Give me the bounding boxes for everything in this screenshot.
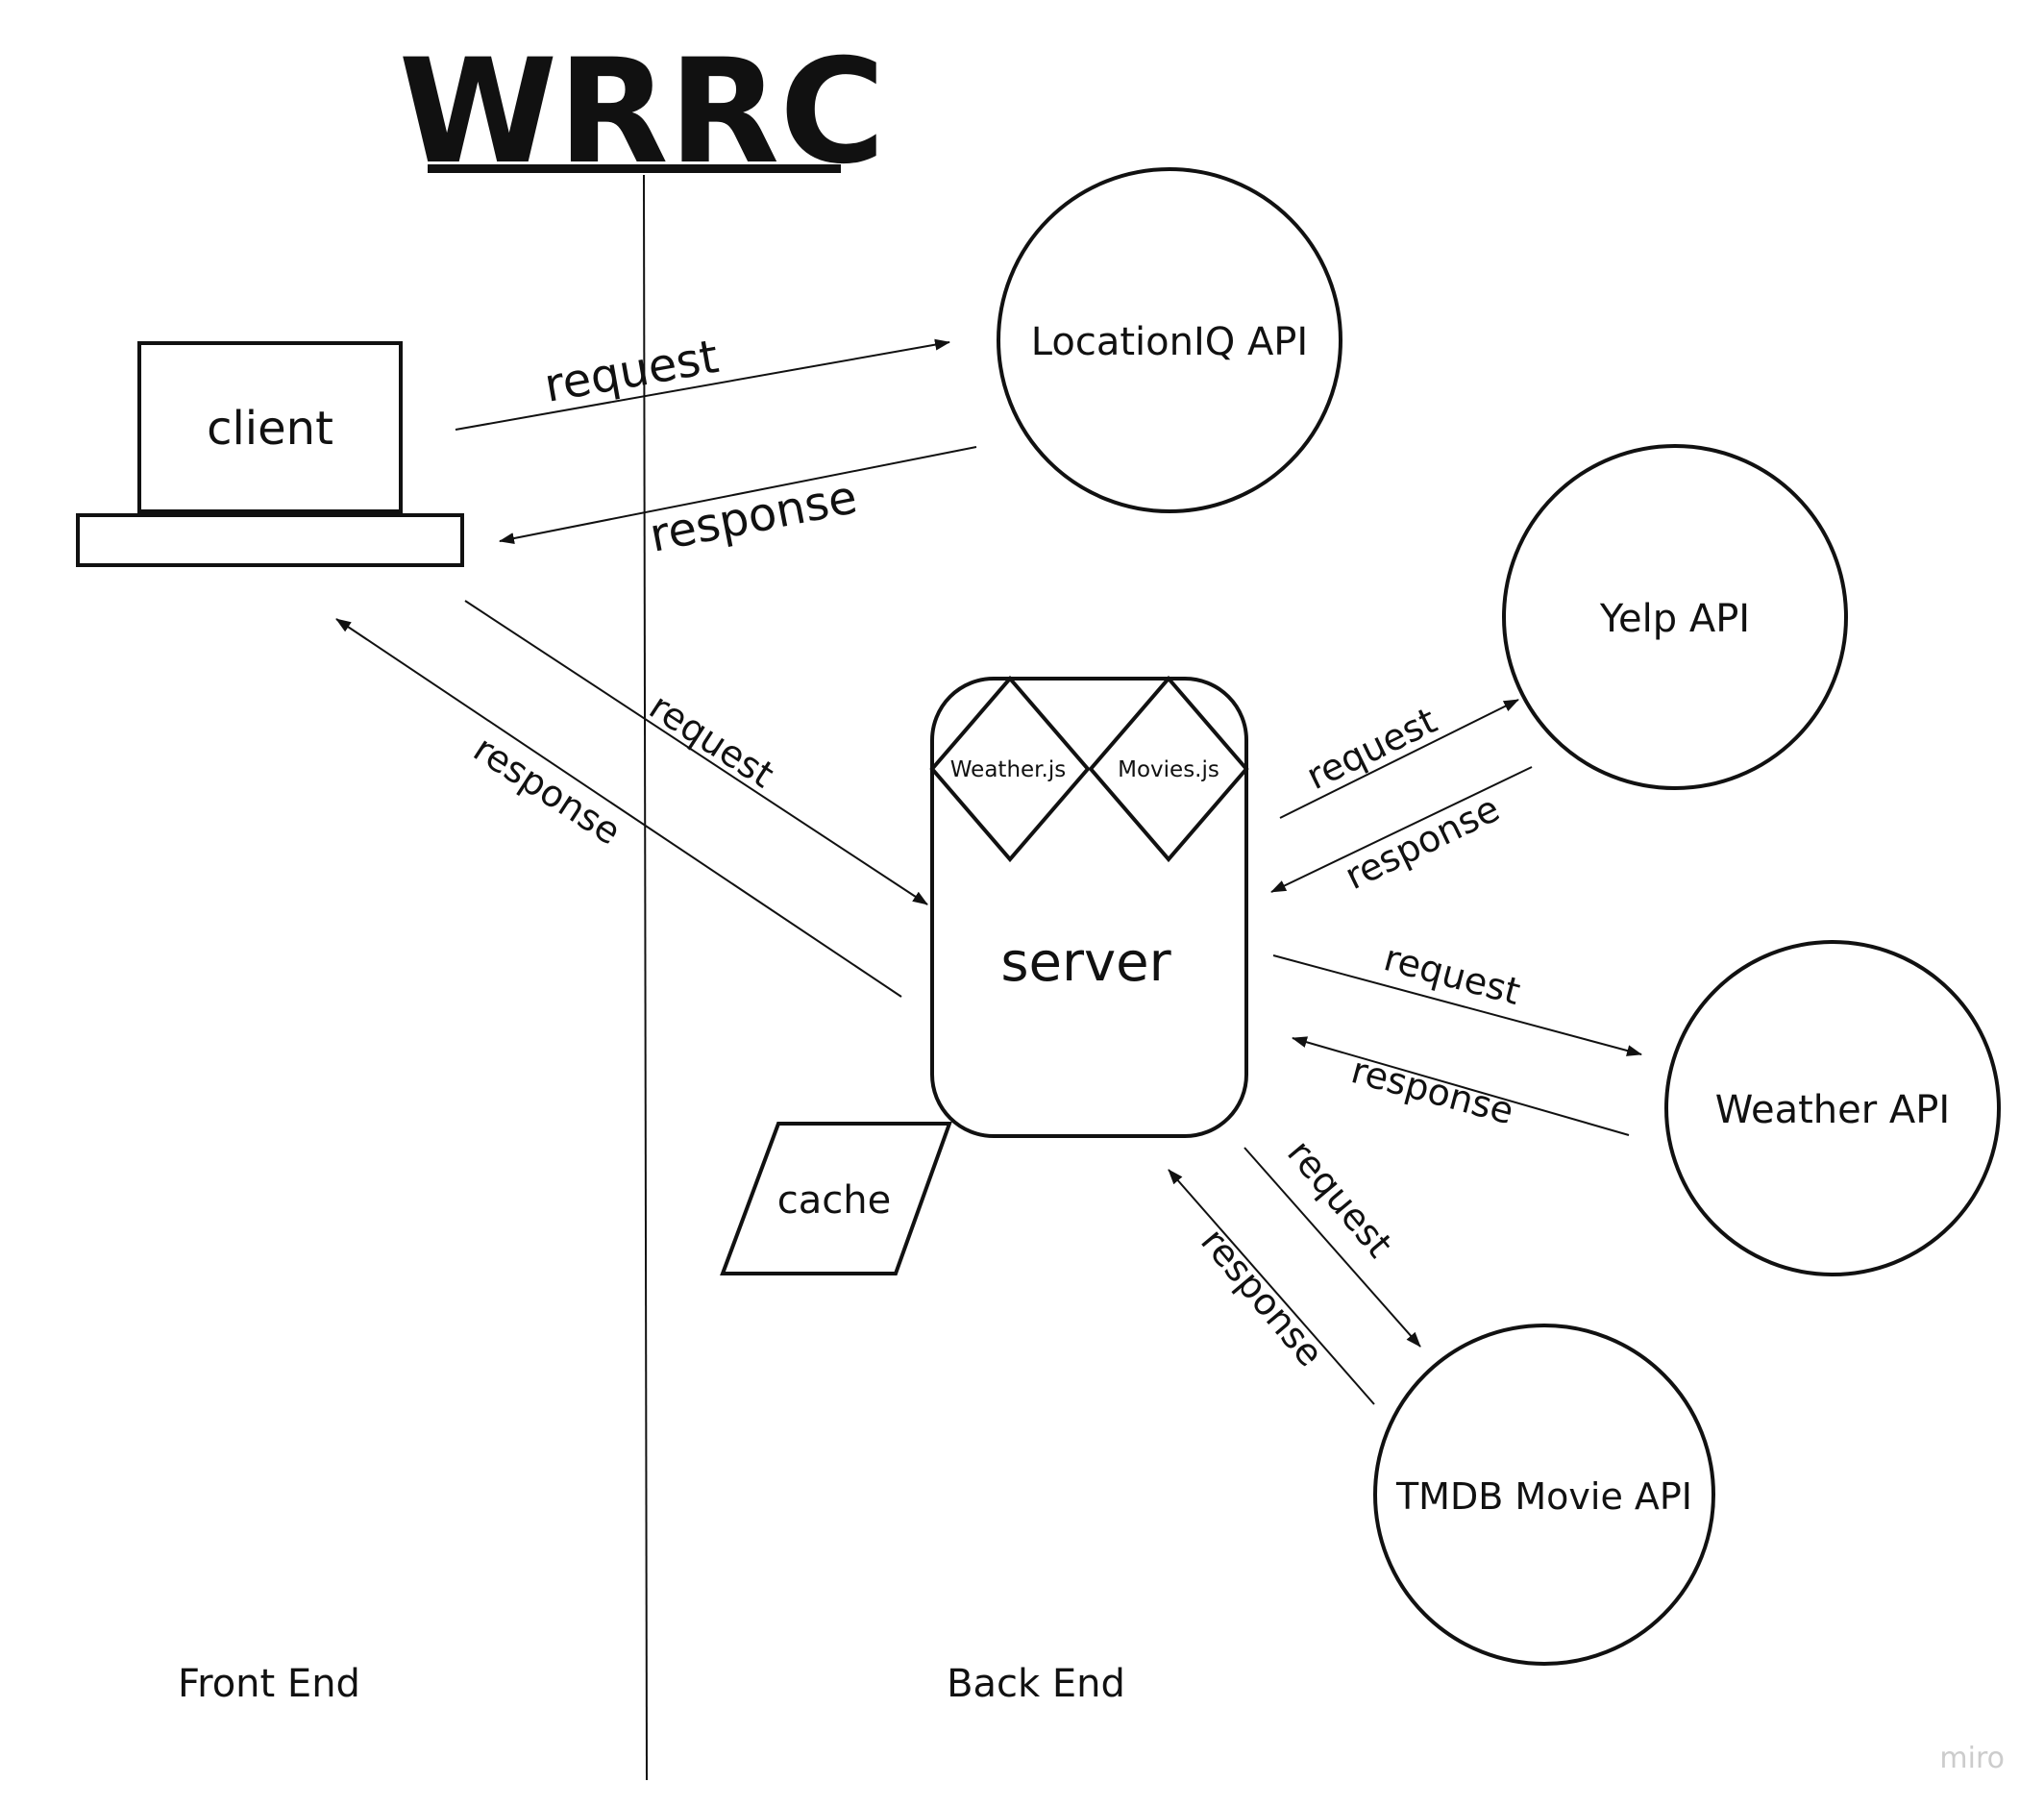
server-to-client-label: response: [466, 728, 628, 854]
title-underline: [428, 164, 841, 173]
server-to-client-arrow: [335, 618, 902, 998]
front-end-label: Front End: [178, 1662, 360, 1706]
yelp-api-label: Yelp API: [1599, 597, 1750, 641]
movies-module-diamond: [1088, 675, 1249, 863]
tmdb-api-node: TMDB Movie API: [1373, 1324, 1715, 1666]
client-to-server-arrow: [464, 600, 928, 905]
yelp-api-node: Yelp API: [1502, 444, 1848, 790]
yelp-to-server-label: response: [1339, 787, 1506, 898]
locationiq-api-label: LocationIQ API: [1031, 320, 1308, 364]
weather-api-node: Weather API: [1664, 940, 2001, 1276]
weather-module-diamond: [929, 675, 1091, 863]
weather-api-circle: [1664, 940, 2001, 1276]
front-back-divider: [643, 174, 648, 1781]
server-to-tmdb-arrow: [1244, 1147, 1421, 1348]
server-to-weather-arrow: [1272, 954, 1642, 1056]
locationiq-to-client-arrow: [499, 446, 977, 544]
client-label: client: [207, 402, 333, 456]
weather-api-label: Weather API: [1715, 1088, 1950, 1132]
cache-parallelogram: [720, 1122, 952, 1275]
client-screen: [137, 341, 403, 513]
yelp-api-circle: [1502, 444, 1848, 790]
server-to-tmdb-label: request: [1279, 1132, 1401, 1266]
back-end-label: Back End: [947, 1662, 1125, 1706]
cache-node: cache: [720, 1122, 952, 1275]
tmdb-to-server-arrow: [1168, 1169, 1375, 1405]
server-label: server: [1000, 931, 1171, 994]
cache-label: cache: [777, 1178, 891, 1223]
client-to-locationiq-arrow: [455, 338, 950, 431]
yelp-to-server-arrow: [1270, 766, 1533, 893]
server-box: [930, 677, 1248, 1138]
miro-watermark: miro: [1939, 1742, 2005, 1775]
weather-module-label: Weather.js: [950, 757, 1066, 782]
tmdb-api-label: TMDB Movie API: [1395, 1475, 1692, 1518]
movies-module-label: Movies.js: [1118, 757, 1219, 782]
weather-to-server-label: response: [1347, 1049, 1518, 1132]
server-to-yelp-arrow: [1279, 699, 1519, 819]
tmdb-api-circle: [1373, 1324, 1715, 1666]
server-node: Weather.js Movies.js server: [929, 675, 1249, 1138]
server-to-weather-label: request: [1380, 936, 1525, 1013]
weather-to-server-arrow: [1292, 1036, 1630, 1136]
locationiq-api-circle: [997, 167, 1342, 513]
locationiq-to-client-label: response: [646, 470, 862, 563]
client-to-server-label: request: [642, 685, 781, 797]
tmdb-to-server-label: response: [1193, 1221, 1332, 1375]
locationiq-api-node: LocationIQ API: [997, 167, 1342, 513]
client-keyboard-base: [76, 513, 464, 567]
client-node: client: [76, 341, 464, 567]
client-to-locationiq-label: request: [540, 330, 722, 413]
